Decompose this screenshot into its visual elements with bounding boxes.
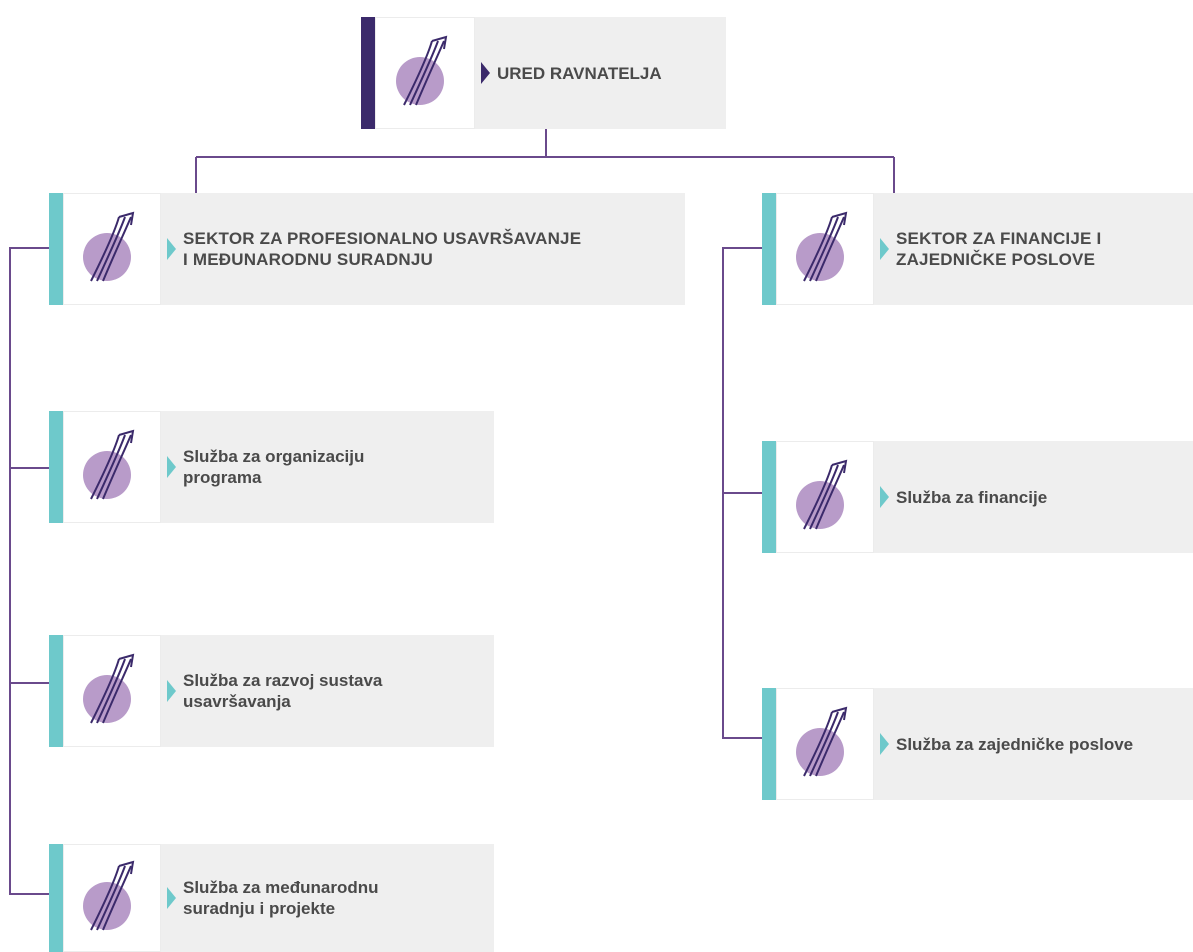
logo-icon — [63, 193, 161, 305]
chevron-right-icon — [880, 238, 889, 260]
chevron-right-icon — [167, 238, 176, 260]
chevron-right-icon — [167, 887, 176, 909]
accent-bar — [49, 193, 63, 305]
accent-bar — [762, 441, 776, 553]
node-sluzba-medunarodna-suradnja[interactable]: Služba za međunarodnu suradnju i projekt… — [49, 844, 494, 952]
chevron-right-icon — [481, 62, 490, 84]
logo-icon — [63, 635, 161, 747]
connector-left-spine — [9, 247, 49, 895]
chevron-right-icon — [880, 733, 889, 755]
chevron-right-icon — [167, 680, 176, 702]
node-label: Služba za organizaciju programa — [183, 447, 365, 487]
node-label: Služba za međunarodnu suradnju i projekt… — [183, 878, 379, 918]
node-sluzba-zajednicki-poslovi[interactable]: Služba za zajedničke poslove — [762, 688, 1193, 800]
node-label: SEKTOR ZA PROFESIONALNO USAVRŠAVANJE I M… — [183, 229, 582, 269]
node-sektor-profesionalno-usavrsavanje[interactable]: SEKTOR ZA PROFESIONALNO USAVRŠAVANJE I M… — [49, 193, 685, 305]
node-sluzba-financije[interactable]: Služba za financije — [762, 441, 1193, 553]
node-sluzba-razvoj-sustava[interactable]: Služba za razvoj sustava usavršavanja — [49, 635, 494, 747]
node-label: Služba za razvoj sustava usavršavanja — [183, 671, 383, 711]
node-sluzba-organizacija-programa[interactable]: Služba za organizaciju programa — [49, 411, 494, 523]
accent-bar — [49, 844, 63, 952]
chevron-right-icon — [880, 486, 889, 508]
accent-bar — [49, 635, 63, 747]
accent-bar — [361, 17, 375, 129]
logo-icon — [776, 193, 874, 305]
node-label: Služba za financije — [896, 487, 1048, 507]
logo-icon — [776, 688, 874, 800]
node-label: Služba za zajedničke poslove — [896, 734, 1134, 754]
node-label: URED RAVNATELJA — [497, 63, 662, 83]
node-label: SEKTOR ZA FINANCIJE I ZAJEDNIČKE POSLOVE — [896, 229, 1102, 269]
logo-icon — [63, 844, 161, 952]
accent-bar — [762, 193, 776, 305]
accent-bar — [49, 411, 63, 523]
logo-icon — [776, 441, 874, 553]
accent-bar — [762, 688, 776, 800]
chevron-right-icon — [167, 456, 176, 478]
node-sektor-financije[interactable]: SEKTOR ZA FINANCIJE I ZAJEDNIČKE POSLOVE — [762, 193, 1193, 305]
node-ured-ravnatelja[interactable]: URED RAVNATELJA — [361, 17, 726, 129]
logo-icon — [375, 17, 475, 129]
logo-icon — [63, 411, 161, 523]
